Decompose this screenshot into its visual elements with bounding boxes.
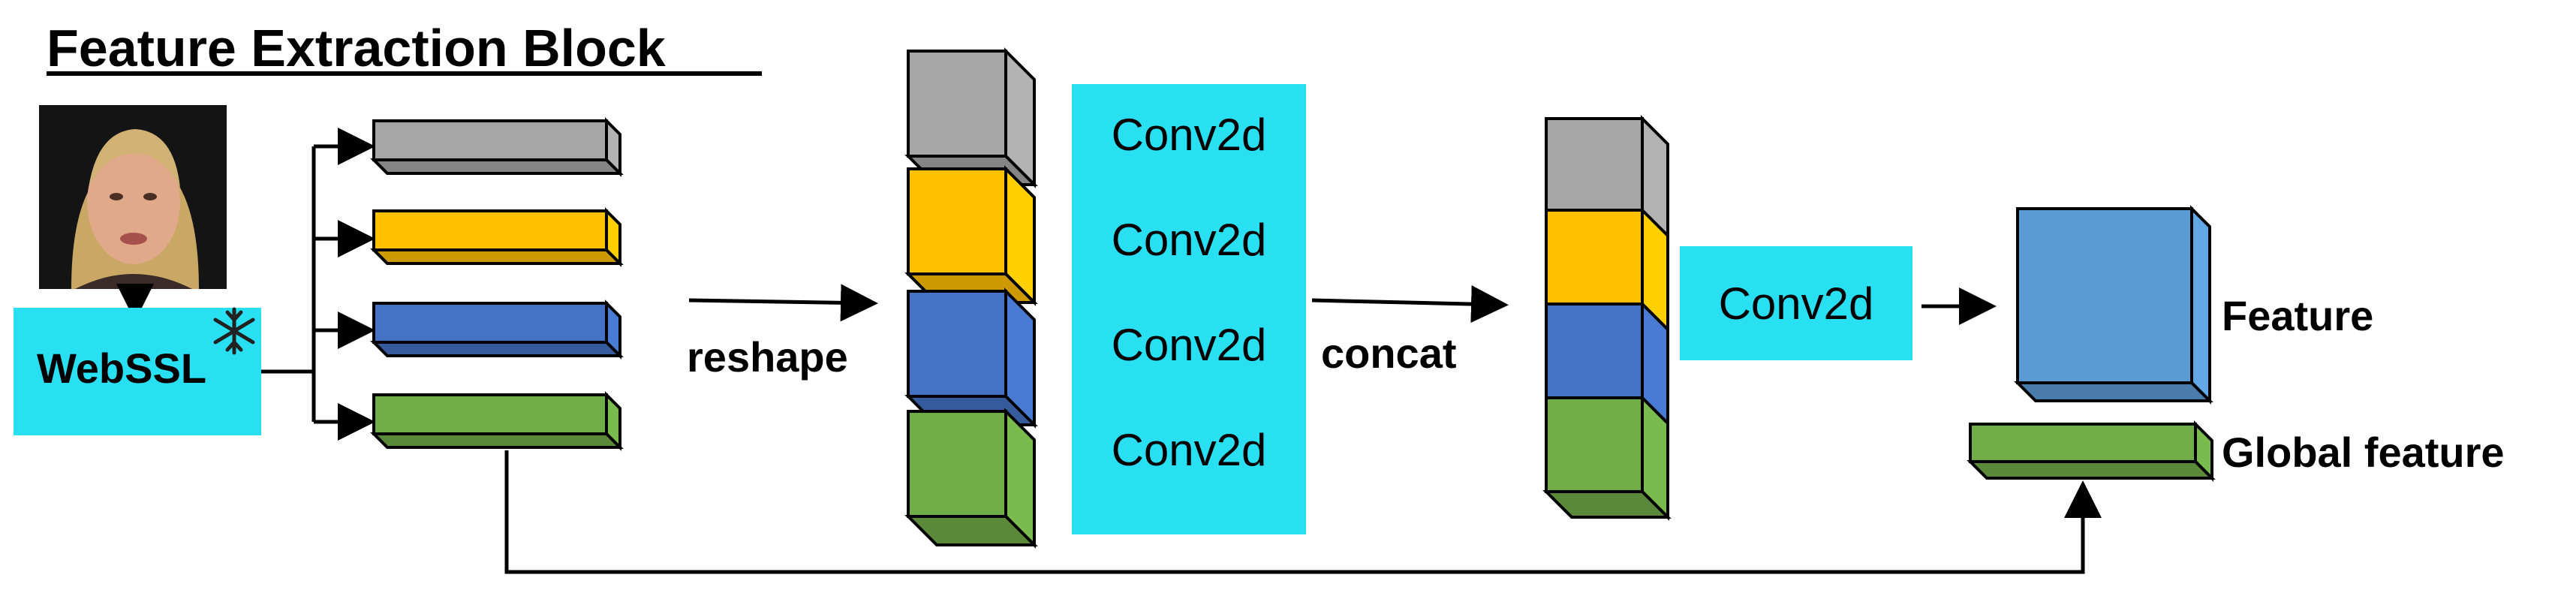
stack-segment-green [1545, 394, 1669, 521]
feature-label: Feature [2222, 292, 2373, 339]
global-feature-bar [1967, 420, 2216, 482]
face-photo-icon [39, 105, 227, 289]
webssl-label: WebSSL [37, 345, 206, 392]
conv2d-label-4: Conv2d [1112, 425, 1267, 475]
layer-bar-blue [370, 299, 624, 360]
conv2d-label-3: Conv2d [1112, 320, 1267, 370]
reshape-label: reshape [687, 333, 848, 381]
layer-feature-bars [370, 117, 624, 451]
reshaped-cube-yellow [904, 165, 1038, 306]
arrow-concat [1311, 285, 1509, 324]
reshaped-cubes [904, 47, 1038, 549]
final-conv2d-box [1680, 246, 1912, 360]
layer-bar-yellow [370, 207, 624, 267]
reshaped-cube-gray [904, 47, 1038, 188]
skip-connection-global [504, 450, 2102, 574]
webssl-fanout-connector [261, 128, 375, 441]
conv2d-label-1: Conv2d [1112, 110, 1267, 160]
arrow-reshape [688, 284, 878, 322]
reshaped-cube-blue [904, 287, 1038, 429]
layer-bar-green [370, 391, 624, 451]
reshaped-cube-green [904, 408, 1038, 549]
conv2d-column-box [1072, 84, 1306, 534]
conv2d-label-2: Conv2d [1112, 215, 1267, 265]
stack-segment-yellow [1545, 206, 1669, 333]
final-conv2d-label: Conv2d [1719, 278, 1874, 329]
diagram-title: Feature Extraction Block [47, 19, 666, 77]
global-feature-label: Global feature [2222, 429, 2505, 476]
stack-segment-blue [1545, 300, 1669, 427]
stack-segment-gray [1545, 115, 1669, 242]
concatenated-stack [1542, 115, 1672, 521]
webssl-box [14, 308, 261, 435]
global-feature-bar-body [1967, 420, 2216, 482]
feature-cube-body [2014, 205, 2213, 405]
feature-cube [2014, 205, 2213, 405]
snowflake-icon [213, 307, 255, 355]
stack-bottom-face [1542, 490, 1672, 519]
concat-label: concat [1321, 330, 1457, 377]
layer-bar-gray [370, 117, 624, 177]
